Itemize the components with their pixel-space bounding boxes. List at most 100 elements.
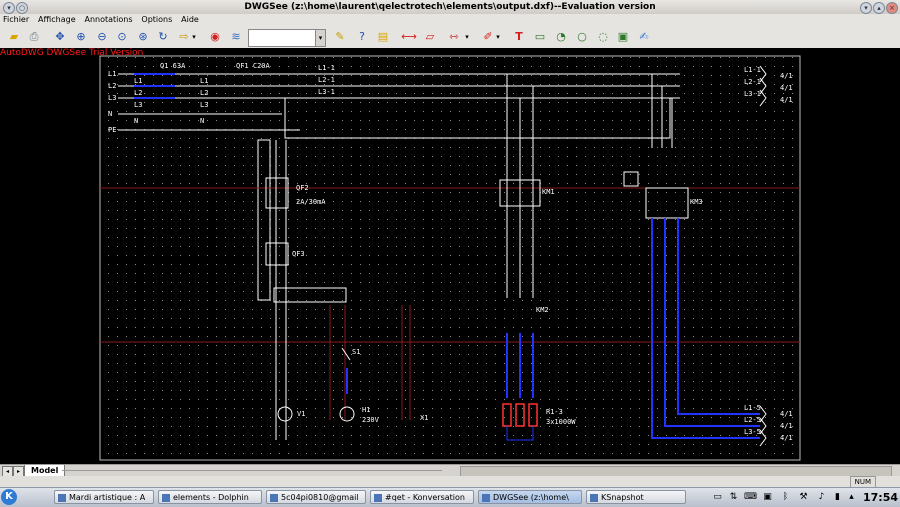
layer-icon[interactable]: ◉ [210,30,220,43]
task-ksnapshot[interactable]: KSnapshot [586,490,686,504]
task-konversation[interactable]: #qet - Konversation [370,490,474,504]
window-pin-icon[interactable]: ○ [16,2,28,14]
right-bus-label-l2: L2-1 [318,76,335,84]
right-bus-label-l1: L1-1 [318,64,335,72]
export-icon[interactable]: ▣ [617,30,629,43]
monitor-icon[interactable]: ▭ [713,492,722,502]
bus-label-pe: PE [108,126,116,134]
heater-label: R1-3 [546,408,563,416]
task-mardi-artistique[interactable]: Mardi artistique : A [54,490,154,504]
out-top-ref-1: 4/1 [780,72,793,80]
mid1-label-l1: L1 [134,77,142,85]
contactors [499,148,689,298]
measure-area-icon[interactable]: ▱ [425,30,435,43]
pan-icon[interactable]: ✥ [55,30,65,43]
menu-aide[interactable]: Aide [181,15,199,24]
firefox-icon [58,493,66,502]
control-circuit [265,140,355,440]
window-menu-icon[interactable]: ▾ [3,2,15,14]
clock[interactable]: 17:54 [862,491,898,504]
out-bottom-ref-2: 4/1 [780,422,793,430]
pen-icon[interactable]: ✐ [483,30,493,43]
blue-phase-lines [134,73,175,99]
task-gmail[interactable]: 5c04pi0810@gmail [266,490,366,504]
bus-label-l2: L2 [108,82,116,90]
out-top-label-3: L3-1 [744,90,761,98]
kde-start-button[interactable]: K [1,489,17,505]
folder-icon [162,493,170,502]
blue-power-lines [506,218,760,439]
note-icon[interactable]: ▭ [534,30,546,43]
bus-label-l3: L3 [108,94,116,102]
menu-options[interactable]: Options [141,15,173,24]
title-bar: ▾ ○ DWGSee (z:\home\laurent\qelectrotech… [0,0,900,15]
maximize-icon[interactable]: ▴ [873,2,885,14]
bluetooth-icon[interactable]: ᛒ [782,492,789,502]
callout-icon[interactable]: ◔ [556,30,566,43]
mid2-label-l3: L3 [200,101,208,109]
mid1-label-n: N [134,117,138,125]
electrical-schematic[interactable]: L1 L2 L3 N PE L1 L2 L3 N L1 L2 L3 N Q1 6… [0,48,900,464]
brush-icon[interactable]: ✍ [639,30,649,43]
zoom-window-icon[interactable]: ⊙ [117,30,127,43]
mid2-label-l2: L2 [200,89,208,97]
menu-annotations[interactable]: Annotations [84,15,133,24]
task-dolphin[interactable]: elements - Dolphin [158,490,262,504]
right-bus-label-l3: L3-1 [318,88,335,96]
chevron-down-icon[interactable]: ▾ [315,30,325,46]
bus-label-l1: L1 [108,70,116,78]
stamp-icon[interactable]: ◌ [598,30,608,43]
cloud-icon[interactable]: ○ [577,30,587,43]
tray-expand-icon[interactable]: ▴ [849,492,854,502]
breaker-main-label: QF1 C20A [236,62,271,70]
keyboard-icon[interactable]: ⌨ [744,492,757,502]
rcd-rating: 2A/30mA [296,198,326,206]
rcd-label: QF2 [296,184,309,192]
zoom-extents-icon[interactable]: ⊛ [138,30,148,43]
volume-icon[interactable]: ♪ [818,492,825,502]
measure-distance-icon[interactable]: ⟷ [401,30,417,43]
battery-icon[interactable]: ▮ [835,492,840,502]
menu-affichage[interactable]: Affichage [38,15,76,24]
dimension-icon[interactable]: ⇿ [449,30,459,43]
wrench-icon[interactable]: ⚒ [799,492,808,502]
network-icon[interactable]: ⇅ [729,492,738,502]
layer-select[interactable]: ▾ [248,29,326,47]
out-bottom-ref-3: 4/1 [780,434,793,442]
tab-divider [62,470,442,471]
km3-label: KM3 [690,198,703,206]
layers-icon[interactable]: ≋ [231,30,241,43]
chevron-down-icon[interactable]: ▾ [465,33,469,41]
heater-rating: 3x1000W [546,418,576,426]
browser-icon [270,493,278,502]
status-bar: NUM [0,476,900,488]
close-icon[interactable]: × [886,2,898,14]
package-icon[interactable]: ▣ [763,492,772,502]
open-icon[interactable]: ▰ [9,30,19,43]
help-icon[interactable]: ? [359,30,365,43]
toolbar: ▰ ⎙ ✥ ⊕ ⊖ ⊙ ⊛ ↻ ⇨ ▾ ◉ ≋ ▾ ✎ ? ▤ ⟷ ▱ ⇿ ▾ … [0,26,900,49]
zoom-in-icon[interactable]: ⊕ [76,30,86,43]
rotate-icon[interactable]: ↻ [158,30,168,43]
drawing-frame [99,55,801,461]
lamp-h-rating: 230V [362,416,380,424]
task-dwgsee[interactable]: DWGSee (z:\home\ [478,490,582,504]
chevron-down-icon[interactable]: ▾ [496,33,500,41]
color-icon[interactable]: ✎ [335,30,345,43]
lamp-v-label: V1 [297,410,305,418]
out-bottom-label-3: L3-5 [744,428,761,436]
next-arrow-icon[interactable]: ⇨ [179,30,189,43]
out-top-ref-3: 4/1 [780,96,793,104]
bus-lines [118,73,680,301]
km1-label: KM1 [542,188,555,196]
zoom-out-icon[interactable]: ⊖ [97,30,107,43]
minimize-icon[interactable]: ▾ [860,2,872,14]
menu-fichier[interactable]: Fichier [3,15,30,24]
bookmark-icon[interactable]: ▤ [377,30,389,43]
km2-label: KM2 [536,306,549,314]
drawing-canvas[interactable]: L1 L2 L3 N PE L1 L2 L3 N L1 L2 L3 N Q1 6… [0,48,900,464]
menu-bar: Fichier Affichage Annotations Options Ai… [0,14,900,26]
text-icon[interactable]: T [515,30,523,43]
print-icon[interactable]: ⎙ [29,30,39,43]
chevron-down-icon[interactable]: ▾ [192,33,196,41]
